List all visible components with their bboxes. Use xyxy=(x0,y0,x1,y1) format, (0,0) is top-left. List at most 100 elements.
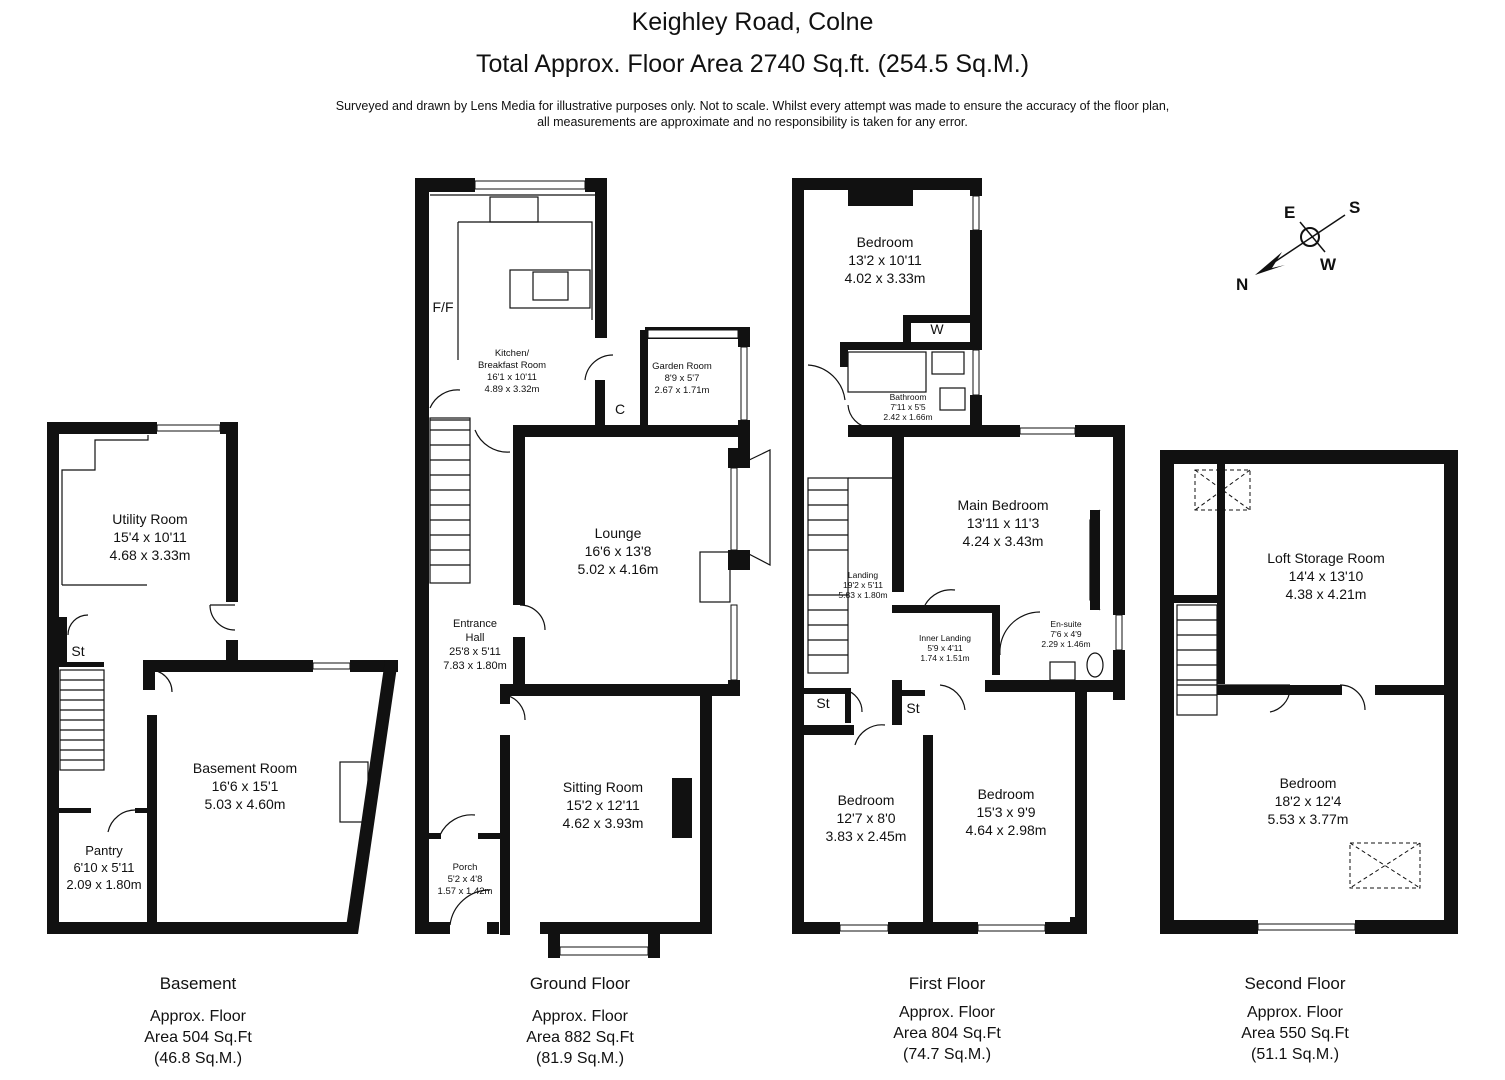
bedroom-4-name: Bedroom xyxy=(1280,775,1337,791)
pantry-imperial: 6'10 x 5'11 xyxy=(73,860,134,875)
wardrobe-label: W xyxy=(930,321,944,337)
floor-area-second-line1: Approx. Floor xyxy=(1246,1004,1344,1021)
kitchen-imperial: 16'1 x 10'11 xyxy=(487,372,537,383)
garden-room-name: Garden Room xyxy=(652,361,712,372)
first-floor-st-1-label: St xyxy=(816,695,829,711)
compass-icon: N E S W xyxy=(1236,198,1360,294)
bedroom-3-name: Bedroom xyxy=(978,786,1035,802)
lounge-imperial: 16'6 x 13'8 xyxy=(585,543,652,559)
loft-storage-name: Loft Storage Room xyxy=(1267,550,1385,566)
landing-name: Landing xyxy=(848,570,879,580)
utility-room-metric: 4.68 x 3.33m xyxy=(110,547,191,563)
utility-room-imperial: 15'4 x 10'11 xyxy=(113,529,187,545)
bedroom-2-imperial: 12'7 x 8'0 xyxy=(836,810,895,826)
kitchen-metric: 4.89 x 3.32m xyxy=(485,384,540,395)
walls xyxy=(47,178,1458,958)
garden-room-imperial: 8'9 x 5'7 xyxy=(665,373,700,384)
main-bedroom-name: Main Bedroom xyxy=(957,497,1048,513)
ensuite-imperial: 7'6 x 4'9 xyxy=(1050,629,1081,639)
loft-storage-imperial: 14'4 x 13'10 xyxy=(1289,568,1364,584)
floor-area-basement: Approx. Floor Area 504 Sq.Ft (46.8 Sq.M.… xyxy=(98,1006,298,1069)
garden-room-metric: 2.67 x 1.71m xyxy=(655,385,710,396)
compass-s: S xyxy=(1349,198,1360,217)
kitchen-name-line1: Kitchen/ xyxy=(495,348,530,359)
loft-storage-metric: 4.38 x 4.21m xyxy=(1286,586,1367,602)
basement-room-metric: 5.03 x 4.60m xyxy=(205,796,286,812)
hall-metric: 7.83 x 1.80m xyxy=(443,660,507,672)
inner-landing-name: Inner Landing xyxy=(919,633,971,643)
landing-imperial: 19'2 x 5'11 xyxy=(843,580,883,590)
hall-name-line1: Entrance xyxy=(453,618,497,630)
floor-area-first-line2: Area 804 Sq.Ft xyxy=(893,1025,1001,1042)
floor-area-first-line1: Approx. Floor xyxy=(898,1004,996,1021)
disclaimer-line-1: Surveyed and drawn by Lens Media for ill… xyxy=(335,99,1170,113)
bedroom-2-metric: 3.83 x 2.45m xyxy=(826,828,907,844)
porch-imperial: 5'2 x 4'8 xyxy=(448,874,483,885)
utility-room-name: Utility Room xyxy=(112,511,187,527)
hall-imperial: 25'8 x 5'11 xyxy=(449,646,501,658)
main-bedroom-imperial: 13'11 x 11'3 xyxy=(967,515,1040,531)
basement-st-label: St xyxy=(71,643,84,659)
basement-room-imperial: 16'6 x 15'1 xyxy=(212,778,279,794)
windows xyxy=(156,180,1356,956)
floor-area-basement-line2: Area 504 Sq.Ft xyxy=(144,1029,252,1046)
sitting-room-name: Sitting Room xyxy=(563,779,643,795)
floor-name-ground: Ground Floor xyxy=(529,974,631,993)
floor-area-basement-line1: Approx. Floor xyxy=(149,1008,247,1025)
main-bedroom-metric: 4.24 x 3.43m xyxy=(963,533,1044,549)
porch-metric: 1.57 x 1.42m xyxy=(438,886,493,897)
bathroom-metric: 2.42 x 1.66m xyxy=(883,412,932,422)
bedroom-1-imperial: 13'2 x 10'11 xyxy=(848,252,922,268)
page-title: Keighley Road, Colne xyxy=(631,8,874,36)
bedroom-2-name: Bedroom xyxy=(838,792,895,808)
bedroom-1-name: Bedroom xyxy=(857,234,914,250)
bedroom-1-metric: 4.02 x 3.33m xyxy=(845,270,926,286)
bedroom-3-imperial: 15'3 x 9'9 xyxy=(976,804,1035,820)
inner-landing-metric: 1.74 x 1.51m xyxy=(920,653,969,663)
hall-name-line2: Hall xyxy=(466,632,485,644)
porch-name: Porch xyxy=(453,862,478,873)
floor-area-second-line3: (51.1 Sq.M.) xyxy=(1250,1046,1340,1063)
compass-w: W xyxy=(1320,255,1337,274)
pantry-name: Pantry xyxy=(85,843,123,858)
floor-name-basement: Basement xyxy=(159,974,237,993)
disclaimer-line-2: all measurements are approximate and no … xyxy=(537,115,968,129)
floor-area-ground-line3: (81.9 Sq.M.) xyxy=(535,1050,625,1067)
ensuite-metric: 2.29 x 1.46m xyxy=(1041,639,1090,649)
interior-lines xyxy=(59,194,1366,926)
pantry-metric: 2.09 x 1.80m xyxy=(66,877,141,892)
lounge-name: Lounge xyxy=(595,525,642,541)
kitchen-name-line2: Breakfast Room xyxy=(478,360,546,371)
floor-area-basement-line3: (46.8 Sq.M.) xyxy=(153,1050,243,1067)
basement-room-name: Basement Room xyxy=(193,760,297,776)
bedroom-3-metric: 4.64 x 2.98m xyxy=(966,822,1047,838)
ff-label: F/F xyxy=(433,299,454,315)
landing-metric: 5.83 x 1.80m xyxy=(838,590,887,600)
floor-area-ground-line1: Approx. Floor xyxy=(531,1008,629,1025)
lounge-metric: 5.02 x 4.16m xyxy=(578,561,659,577)
bedroom-4-metric: 5.53 x 3.77m xyxy=(1268,811,1349,827)
ensuite-name: En-suite xyxy=(1050,619,1081,629)
compass-e: E xyxy=(1284,203,1295,222)
floor-area-second: Approx. Floor Area 550 Sq.Ft (51.1 Sq.M.… xyxy=(1195,1002,1395,1065)
total-floor-area: Total Approx. Floor Area 2740 Sq.ft. (25… xyxy=(475,50,1030,78)
sitting-room-imperial: 15'2 x 12'11 xyxy=(566,797,640,813)
sitting-room-metric: 4.62 x 3.93m xyxy=(563,815,644,831)
room-labels: Utility Room 15'4 x 10'11 4.68 x 3.33m S… xyxy=(66,234,1384,897)
floor-name-second: Second Floor xyxy=(1244,974,1346,993)
first-floor-st-2-label: St xyxy=(906,700,919,716)
bathroom-name: Bathroom xyxy=(890,392,927,402)
bathroom-imperial: 7'11 x 5'5 xyxy=(890,402,925,412)
floor-area-ground-line2: Area 882 Sq.Ft xyxy=(526,1029,634,1046)
disclaimer: Surveyed and drawn by Lens Media for ill… xyxy=(0,98,1505,130)
floor-area-first-line3: (74.7 Sq.M.) xyxy=(902,1046,992,1063)
floor-area-first: Approx. Floor Area 804 Sq.Ft (74.7 Sq.M.… xyxy=(847,1002,1047,1065)
bedroom-4-imperial: 18'2 x 12'4 xyxy=(1275,793,1342,809)
floor-area-second-line2: Area 550 Sq.Ft xyxy=(1241,1025,1349,1042)
cupboard-label: C xyxy=(615,401,625,417)
compass-n: N xyxy=(1236,275,1248,294)
floor-name-first: First Floor xyxy=(908,974,986,993)
floor-area-ground: Approx. Floor Area 882 Sq.Ft (81.9 Sq.M.… xyxy=(480,1006,680,1069)
inner-landing-imperial: 5'9 x 4'11 xyxy=(927,643,962,653)
